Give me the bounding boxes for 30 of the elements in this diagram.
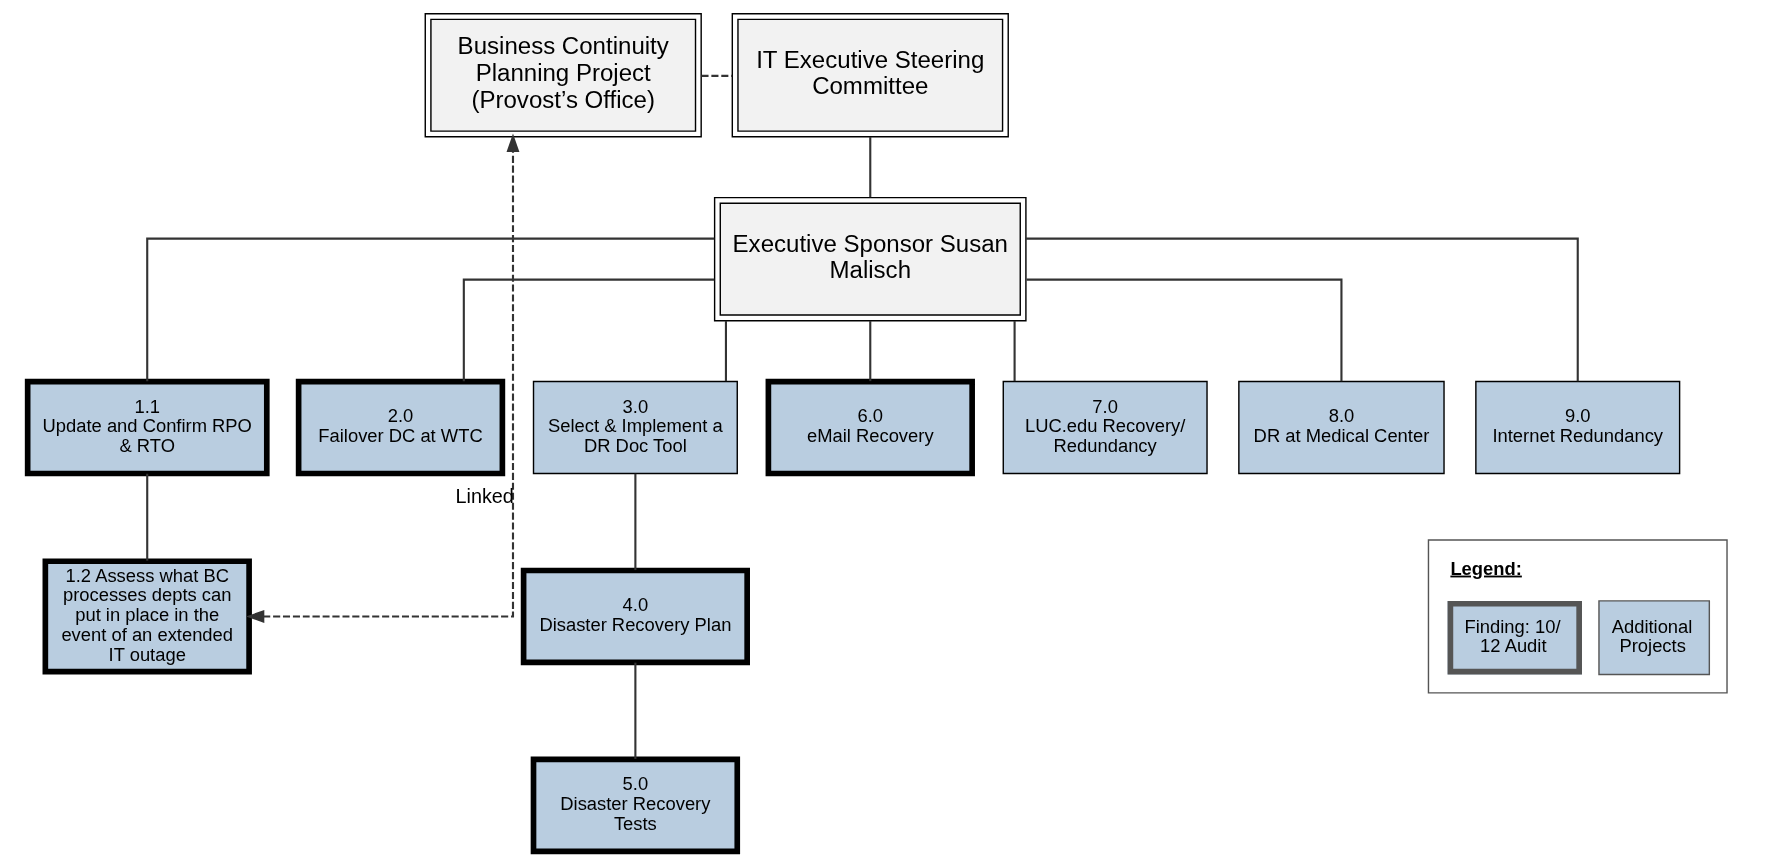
connector [634, 473, 637, 571]
edge-label: Linked [455, 485, 514, 508]
connector [634, 662, 637, 759]
node-box: 6.0 eMail Recovery [765, 378, 975, 477]
node-box: 1.2 Assess what BC processes depts can put in place in the event of an extended IT outage [42, 558, 252, 675]
legend-label: Finding: 10/ 12 Audit [1464, 615, 1561, 657]
node-box: 5.0 Disaster Recovery Tests [530, 756, 741, 855]
connector [869, 320, 872, 382]
node-box: Business Continuity Planning Project (Provost’s Office) [424, 12, 702, 138]
connector [146, 237, 715, 382]
node-box: 1.1 Update and Confirm RPO & RTO [24, 378, 270, 477]
connector [462, 278, 715, 382]
node-box: 8.0 DR at Medical Center [1238, 380, 1445, 475]
connector [1013, 320, 1016, 382]
connector [701, 74, 733, 77]
node-box: 2.0 Failover DC at WTC [295, 378, 506, 477]
connector [146, 473, 149, 561]
arrow [245, 133, 520, 623]
node-box: Executive Sponsor Susan Malisch [713, 196, 1027, 322]
node-box: 4.0 Disaster Recovery Plan [520, 567, 750, 666]
connector [1025, 237, 1579, 382]
node-box: 3.0 Select & Implement a DR Doc Tool [532, 380, 738, 475]
node-box: 7.0 LUC.edu Recovery/ Redundancy [1002, 380, 1208, 475]
connector [869, 137, 872, 198]
node-box: 9.0 Internet Redundancy [1475, 380, 1681, 475]
legend-label: Additional Projects [1611, 615, 1693, 657]
connector [1026, 278, 1343, 382]
node-box: IT Executive Steering Committee [731, 12, 1009, 138]
label: Legend: [1450, 557, 1522, 579]
connector [724, 320, 727, 382]
